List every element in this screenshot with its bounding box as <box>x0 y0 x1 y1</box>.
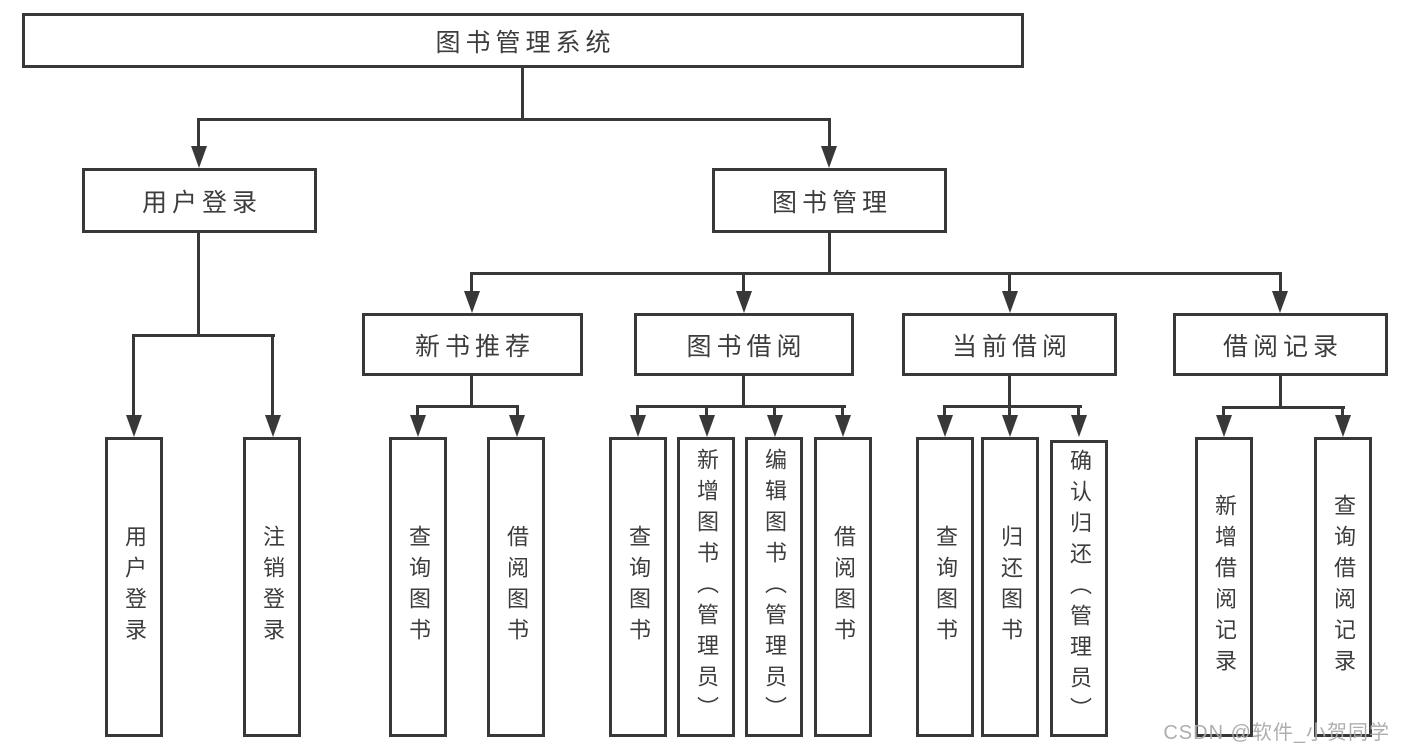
connector-bookmgmt-drop-2 <box>742 272 745 297</box>
leaf-return-book-label: 归还图书 <box>998 525 1023 649</box>
leaf-return-book: 归还图书 <box>981 437 1039 737</box>
node-borrow-record: 借阅记录 <box>1173 313 1388 376</box>
connector-borrow-drop-2 <box>705 405 708 423</box>
leaf-add-book-admin-label: 新增图书（管理员） <box>694 447 719 727</box>
arrow-down-icon <box>937 415 953 437</box>
connector-borrow-drop-4 <box>841 405 844 423</box>
arrow-down-icon <box>410 415 426 437</box>
leaf-borrow-books-newbook: 借阅图书 <box>487 437 545 737</box>
connector-current-rail <box>943 405 1082 408</box>
connector-record-drop-2 <box>1341 406 1344 423</box>
connector-newbook-rail <box>416 405 519 408</box>
connector-borrow-rail <box>636 405 846 408</box>
connector-record-rail <box>1222 406 1345 409</box>
connector-current-drop-2 <box>1008 405 1011 423</box>
node-current-borrow-label: 当前借阅 <box>951 332 1072 361</box>
arrow-down-icon <box>509 415 525 437</box>
connector-borrow-stem <box>742 376 745 408</box>
connector-bookmgmt-stem <box>828 233 831 275</box>
arrow-down-icon <box>736 291 752 313</box>
leaf-add-borrow-record: 新增借阅记录 <box>1195 437 1253 737</box>
node-new-book-recommend-label: 新书推荐 <box>414 332 535 361</box>
arrow-down-icon <box>1216 415 1232 437</box>
connector-current-drop-3 <box>1077 405 1080 423</box>
connector-newbook-stem <box>470 376 473 408</box>
connector-root-stem <box>521 68 524 120</box>
node-user-login: 用户登录 <box>82 168 317 233</box>
node-book-management-label: 图书管理 <box>771 188 892 217</box>
connector-current-drop-1 <box>943 405 946 423</box>
connector-bookmgmt-drop-1 <box>470 272 473 297</box>
leaf-user-login-label: 用户登录 <box>122 525 147 649</box>
leaf-user-login: 用户登录 <box>105 437 163 737</box>
leaf-edit-book-admin-label: 编辑图书（管理员） <box>762 447 787 727</box>
connector-userlogin-stem <box>197 231 200 337</box>
leaf-logout-label: 注销登录 <box>260 525 285 649</box>
connector-userlogin-drop-1 <box>132 334 135 419</box>
leaf-confirm-return-admin: 确认归还（管理员） <box>1050 440 1108 737</box>
arrow-down-icon <box>630 415 646 437</box>
leaf-query-borrow-record-label: 查询借阅记录 <box>1331 494 1356 680</box>
arrow-down-icon <box>1002 415 1018 437</box>
arrow-down-icon <box>126 415 142 437</box>
node-current-borrow: 当前借阅 <box>902 313 1117 376</box>
connector-newbook-drop-2 <box>516 405 519 423</box>
arrow-down-icon <box>1272 291 1288 313</box>
leaf-add-borrow-record-label: 新增借阅记录 <box>1212 494 1237 680</box>
leaf-query-books-current-label: 查询图书 <box>933 525 958 649</box>
leaf-query-books-newbook: 查询图书 <box>389 437 447 737</box>
arrow-down-icon <box>821 146 837 168</box>
leaf-logout: 注销登录 <box>243 437 301 737</box>
node-book-management: 图书管理 <box>712 168 947 233</box>
leaf-query-books-borrow-label: 查询图书 <box>626 525 651 649</box>
node-book-borrow-label: 图书借阅 <box>686 332 807 361</box>
arrow-down-icon <box>1002 291 1018 313</box>
connector-record-stem <box>1279 376 1282 409</box>
connector-newbook-drop-1 <box>416 405 419 423</box>
leaf-confirm-return-admin-label: 确认归还（管理员） <box>1067 449 1092 728</box>
arrow-down-icon <box>1071 415 1087 437</box>
leaf-query-books-borrow: 查询图书 <box>609 437 667 737</box>
arrow-down-icon <box>464 291 480 313</box>
connector-borrow-drop-1 <box>636 405 639 423</box>
arrow-down-icon <box>835 415 851 437</box>
arrow-down-icon <box>265 415 281 437</box>
connector-root-rail <box>197 118 831 121</box>
node-new-book-recommend: 新书推荐 <box>362 313 583 376</box>
leaf-borrow-books-newbook-label: 借阅图书 <box>504 525 529 649</box>
node-root: 图书管理系统 <box>22 13 1024 68</box>
connector-bookmgmt-rail <box>470 272 1282 275</box>
node-root-label: 图书管理系统 <box>435 28 616 57</box>
csdn-watermark: CSDN @软件_小贺同学 <box>1163 722 1390 744</box>
leaf-edit-book-admin: 编辑图书（管理员） <box>745 437 803 737</box>
leaf-query-books-newbook-label: 查询图书 <box>406 525 431 649</box>
leaf-borrow-books-borrow: 借阅图书 <box>814 437 872 737</box>
leaf-query-borrow-record: 查询借阅记录 <box>1314 437 1372 737</box>
connector-bookmgmt-drop-3 <box>1008 272 1011 297</box>
leaf-borrow-books-borrow-label: 借阅图书 <box>831 525 856 649</box>
connector-record-drop-1 <box>1222 406 1225 423</box>
arrow-down-icon <box>1335 415 1351 437</box>
connector-borrow-drop-3 <box>773 405 776 423</box>
connector-userlogin-drop-2 <box>271 334 274 419</box>
connector-current-stem <box>1008 376 1011 408</box>
arrow-down-icon <box>191 146 207 168</box>
leaf-query-books-current: 查询图书 <box>916 437 974 737</box>
node-user-login-label: 用户登录 <box>141 188 262 217</box>
connector-userlogin-rail <box>132 334 275 337</box>
connector-root-drop-right <box>828 118 831 152</box>
leaf-add-book-admin: 新增图书（管理员） <box>677 437 735 737</box>
node-borrow-record-label: 借阅记录 <box>1222 332 1343 361</box>
connector-root-drop-left <box>197 118 200 152</box>
arrow-down-icon <box>767 415 783 437</box>
arrow-down-icon <box>699 415 715 437</box>
node-book-borrow: 图书借阅 <box>634 313 854 376</box>
connector-bookmgmt-drop-4 <box>1279 272 1282 297</box>
